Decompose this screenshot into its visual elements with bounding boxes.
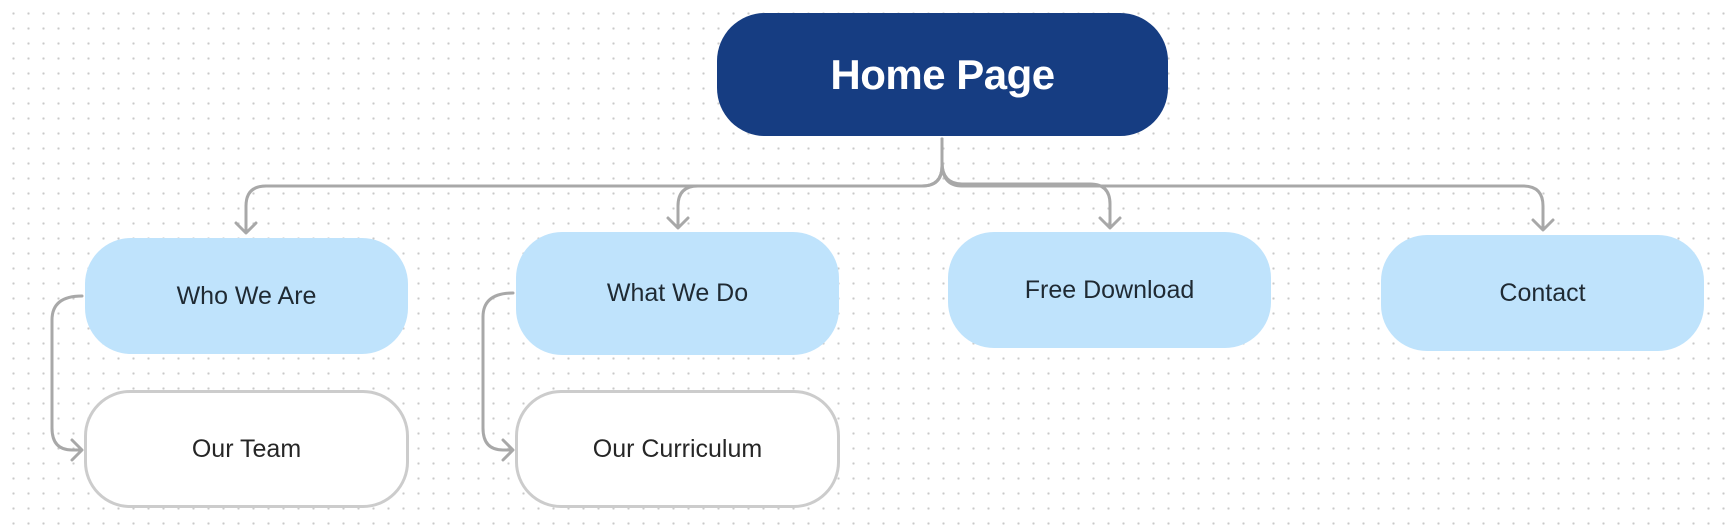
our-curriculum-label: Our Curriculum [592,434,763,463]
arrowhead-what-we-do [666,216,690,230]
home-page-label: Home Page [830,50,1055,98]
connector-what-we-do-to-our-curriculum [481,291,515,452]
arrowhead-contact [1531,218,1555,232]
connector-home-to-free-download [940,137,1112,229]
home-page-node[interactable]: Home Page [717,13,1168,136]
our-team-label: Our Team [191,434,302,463]
what-we-do-label: What We Do [606,279,749,307]
connector-who-we-are-to-our-team [50,294,84,452]
free-download-node[interactable]: Free Download [948,232,1271,348]
connector-home-to-contact [940,137,1545,231]
arrowhead-our-team [70,438,84,462]
arrowhead-who-we-are [234,221,258,235]
our-curriculum-node[interactable]: Our Curriculum [515,390,840,508]
free-download-label: Free Download [1024,275,1195,304]
contact-node[interactable]: Contact [1381,235,1704,351]
arrowhead-our-curriculum [501,438,515,462]
who-we-are-node[interactable]: Who We Are [85,238,408,354]
our-team-node[interactable]: Our Team [84,390,409,508]
what-we-do-node[interactable]: What We Do [516,232,839,355]
connector-home-to-what-we-do [676,137,944,229]
who-we-are-label: Who We Are [176,281,317,310]
arrowhead-free-download [1098,216,1122,230]
connector-home-to-who-we-are [244,137,944,234]
contact-label: Contact [1499,278,1586,307]
